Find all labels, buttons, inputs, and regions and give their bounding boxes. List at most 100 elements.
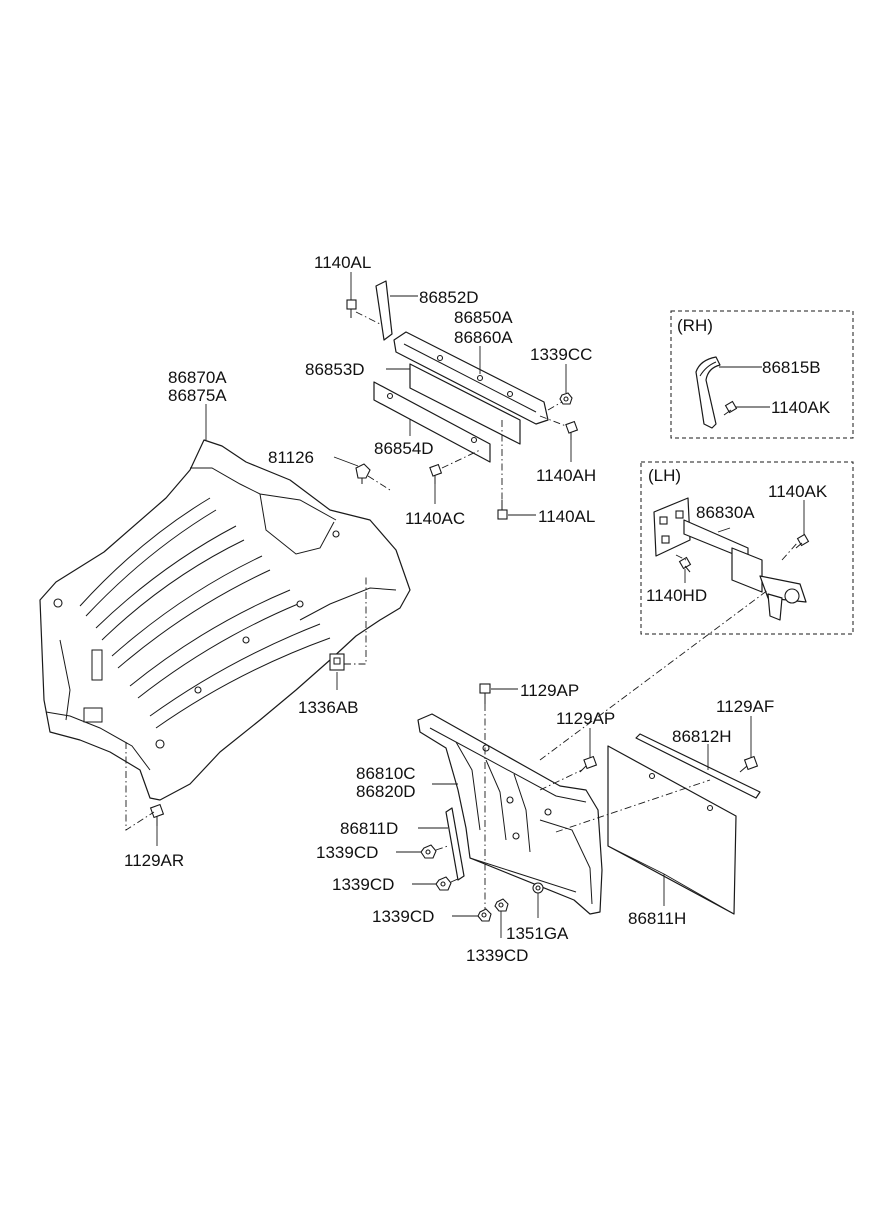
label-86815b: 86815B (762, 358, 821, 377)
mud-guard-hole-3 (512, 832, 520, 840)
plate-hole-1 (659, 516, 668, 525)
rail-hole-2 (476, 374, 484, 382)
lh-group: (LH) 86830A 1140AK 1140HD (640, 461, 854, 635)
mud-guard-86810c[interactable] (417, 713, 603, 915)
bracket-block (731, 547, 763, 593)
label-1129ap-b: 1129AP (556, 709, 615, 728)
mud-guard-rib-1 (455, 741, 481, 831)
dash-lh-to-guard (539, 589, 769, 761)
fender-hole-4 (242, 636, 250, 644)
bolt-1140ah[interactable] (565, 420, 579, 440)
bolt-1140ak-lh[interactable] (795, 533, 810, 549)
fender-side-step (299, 587, 397, 621)
rail-hole-3 (506, 390, 514, 398)
label-86854d: 86854D (374, 439, 434, 458)
bracket-foot (767, 593, 783, 621)
fender-hole-2 (155, 739, 165, 749)
strip-86811d[interactable] (445, 807, 465, 881)
fender-rib-2 (85, 509, 217, 617)
bracket-86852d[interactable] (375, 280, 393, 341)
fender-front-detail (59, 639, 71, 721)
plate-hole-2 (675, 510, 684, 519)
upper-bracket-assembly: 1140AL 86852D 86850A 86860A 1339CC 86853… (305, 253, 596, 528)
bolt-1140al-top[interactable] (346, 299, 357, 318)
fender-hole-5 (296, 600, 304, 608)
clip-81126[interactable] (355, 463, 371, 484)
strip-86854d[interactable] (373, 381, 491, 463)
label-1140ah: 1140AH (536, 466, 596, 485)
bolt-1129ap-a[interactable] (479, 683, 491, 704)
fender-hole-1 (53, 598, 63, 608)
label-86860a: 86860A (454, 328, 513, 347)
leader-81126 (333, 456, 359, 467)
fender-rib-9 (149, 623, 321, 717)
bolt-1140ac[interactable] (429, 463, 443, 484)
label-1336ab: 1336AB (298, 698, 359, 717)
fender-hole-3 (194, 686, 202, 694)
label-1140ak-rh: 1140AK (771, 398, 831, 417)
mud-guard-flare (539, 819, 593, 905)
label-1339cd-a: 1339CD (316, 843, 378, 862)
clip-1351ga[interactable] (532, 882, 544, 894)
fender-rib-6 (117, 569, 271, 669)
label-81126: 81126 (268, 448, 314, 467)
fender-rib-3 (95, 525, 237, 629)
rail-detail (403, 343, 537, 413)
bracket-end-hole (784, 588, 800, 604)
strip-86812h[interactable] (635, 733, 761, 799)
label-1339cd-d: 1339CD (466, 946, 528, 965)
label-86811d: 86811D (340, 819, 398, 838)
dash-1339cd-a (435, 845, 449, 851)
strip-hole-1 (386, 392, 394, 400)
dash-1129ar (125, 742, 155, 831)
label-1129ap-a: 1129AP (520, 681, 579, 700)
nut-1339cc[interactable] (559, 392, 573, 405)
dash-1140hd (675, 554, 687, 561)
label-86810c: 86810C (356, 764, 416, 783)
mud-guard-rib-2 (485, 759, 507, 841)
plate-hole-3 (661, 535, 670, 544)
bolt-1140hd[interactable] (678, 556, 692, 573)
fender-rib-7 (129, 589, 291, 687)
dash-1339cc (547, 401, 563, 411)
fender-slot-1 (91, 649, 103, 681)
inner-fender-86870a[interactable] (39, 439, 411, 801)
label-1351ga: 1351GA (506, 924, 569, 943)
nut-1339cd-a[interactable] (420, 844, 437, 859)
strip-hole-2 (470, 436, 478, 444)
bolt-1140al-mid[interactable] (497, 500, 508, 520)
leader-86830a (717, 527, 731, 533)
label-1140al-mid: 1140AL (538, 507, 595, 526)
nut-1339cd-c[interactable] (477, 908, 492, 922)
mud-guard-top-edge (429, 727, 587, 803)
fender-rib-10 (155, 637, 331, 729)
fender-top-edge (190, 467, 337, 521)
label-86830a: 86830A (696, 503, 755, 522)
bolt-1129ar[interactable] (149, 803, 165, 826)
label-1339cd-b: 1339CD (332, 875, 394, 894)
dash-flap-to-guard (555, 779, 711, 833)
fender-rib-8 (137, 603, 299, 699)
label-1129ar: 1129AR (124, 851, 184, 870)
rail-hole-1 (436, 354, 444, 362)
label-86875a: 86875A (168, 386, 227, 405)
bracket-86815b[interactable] (695, 356, 721, 429)
plate-86853d[interactable] (409, 363, 521, 445)
rh-group-box (670, 310, 854, 439)
fender-rib-4 (101, 539, 245, 641)
bolt-1140ak-rh[interactable] (723, 400, 738, 416)
mud-guard-hole-2 (506, 796, 514, 804)
rh-group-label: (RH) (677, 316, 713, 335)
bracket-86815b-detail (699, 361, 717, 377)
nut-1339cd-d[interactable] (494, 898, 509, 912)
label-1339cd-c: 1339CD (372, 907, 434, 926)
nut-1339cd-b[interactable] (435, 876, 452, 891)
label-86812h: 86812H (672, 727, 732, 746)
clip-1336ab[interactable] (329, 653, 345, 671)
mud-flap-hole-2 (706, 804, 714, 812)
fender-pocket (259, 493, 335, 555)
bolt-1129af[interactable] (739, 755, 759, 773)
bolt-1129ap-b[interactable] (579, 755, 598, 773)
dash-1140ah (539, 415, 567, 427)
